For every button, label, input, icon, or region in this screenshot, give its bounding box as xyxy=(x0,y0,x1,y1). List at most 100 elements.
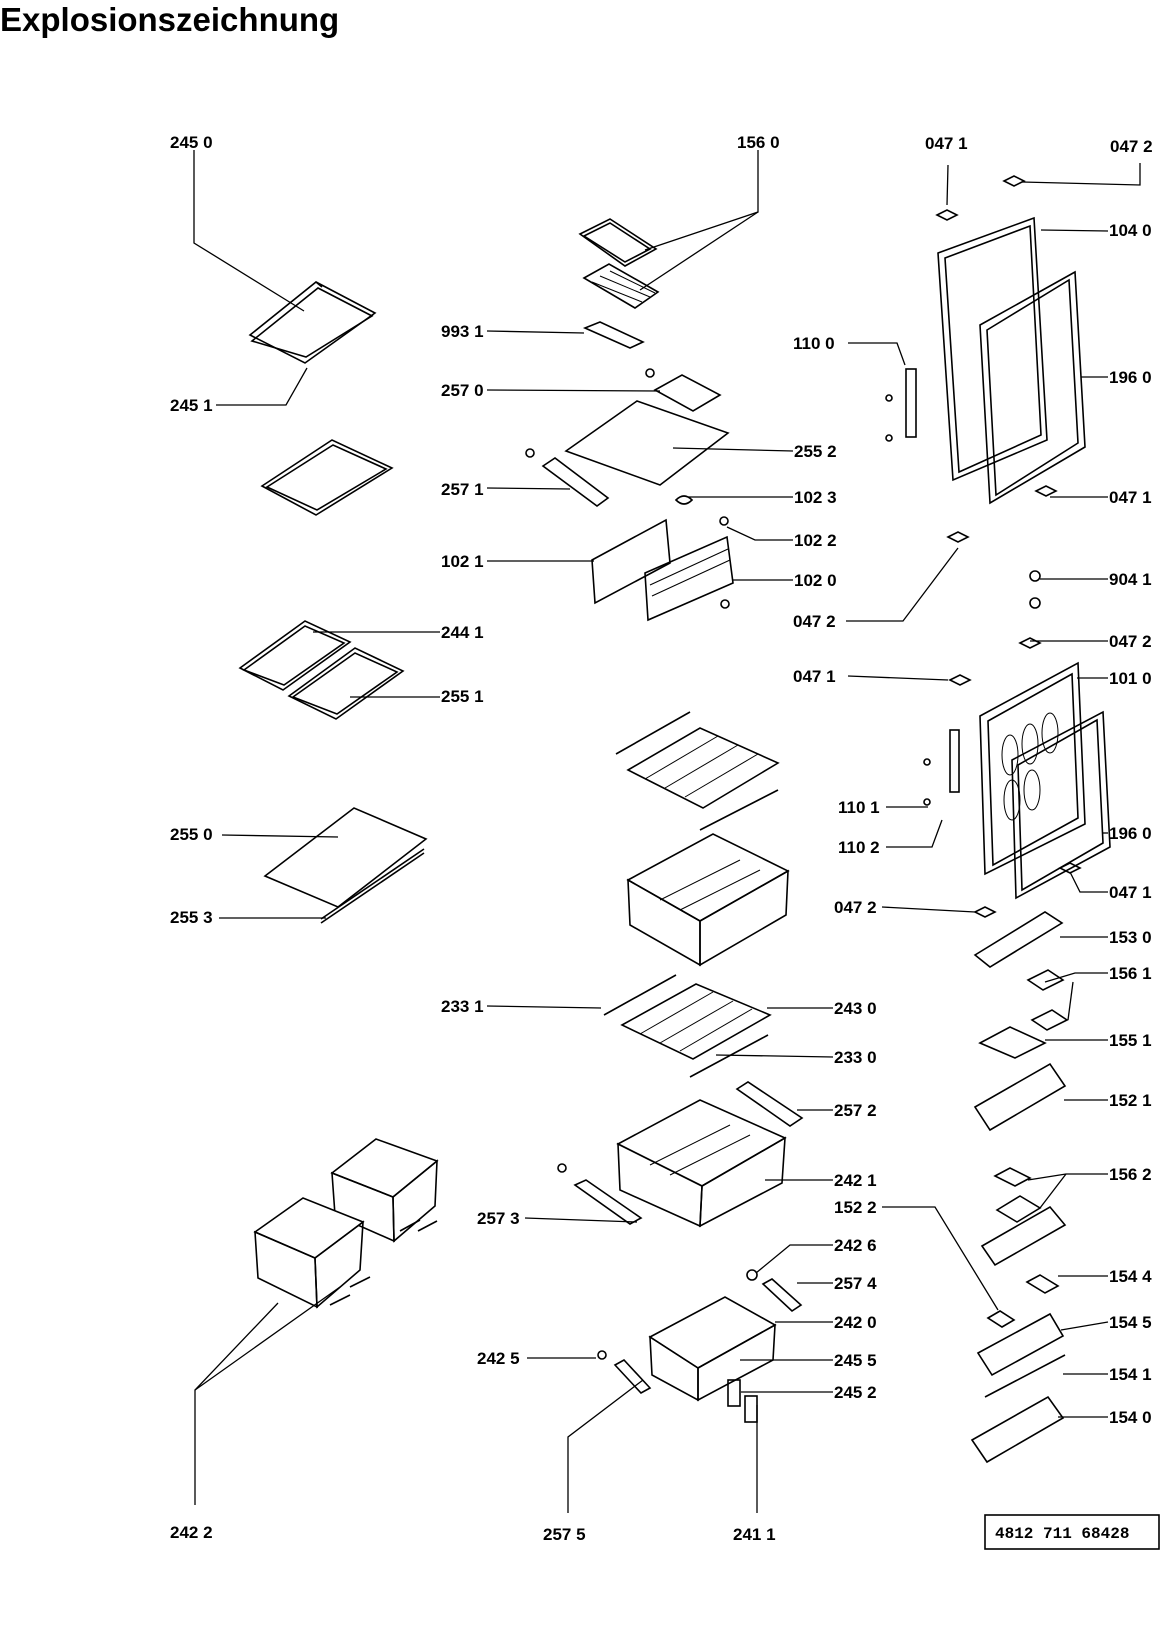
label-1040: 104 0 xyxy=(1109,221,1152,240)
label-2572: 257 2 xyxy=(834,1101,877,1120)
label-2575: 257 5 xyxy=(543,1525,586,1544)
label-9931: 993 1 xyxy=(441,322,484,341)
label-0472-a: 047 2 xyxy=(1110,137,1153,156)
label-2426: 242 6 xyxy=(834,1236,877,1255)
part-9041b xyxy=(1029,597,1041,609)
label-2331: 233 1 xyxy=(441,997,484,1016)
part-drawer-2420 xyxy=(648,1296,777,1402)
part-grille-1020 xyxy=(644,535,734,622)
label-1540: 154 0 xyxy=(1109,1408,1152,1427)
part-clip-small xyxy=(557,1163,567,1173)
label-1100: 110 0 xyxy=(793,334,835,353)
label-0472-c: 047 2 xyxy=(1109,632,1152,651)
part-rail-2570 xyxy=(645,368,722,412)
label-2574: 257 4 xyxy=(834,1274,877,1293)
part-9041 xyxy=(1029,570,1041,582)
part-door-bin-1521 xyxy=(973,1062,1067,1132)
part-hinge-0472-mid xyxy=(946,531,970,543)
part-drawer-upper xyxy=(626,833,790,967)
part-split-shelf-2551 xyxy=(287,647,405,720)
label-1522: 152 2 xyxy=(834,1198,877,1217)
document-number-box: 4812 711 68428 xyxy=(984,1514,1160,1550)
part-door-1040 xyxy=(937,216,1048,482)
part-door-shelf-1530 xyxy=(973,911,1064,968)
label-2430: 243 0 xyxy=(834,999,877,1018)
part-gasket-1960-upper xyxy=(979,270,1086,505)
part-rail-2573 xyxy=(573,1179,643,1225)
part-freezer-door-1010 xyxy=(979,661,1086,876)
part-rack-2430 xyxy=(603,974,772,1078)
part-2411 xyxy=(744,1395,758,1423)
part-rail-2572 xyxy=(735,1081,804,1127)
label-9041: 904 1 xyxy=(1109,570,1152,589)
label-0472-d: 047 2 xyxy=(834,898,877,917)
part-tray-1560 xyxy=(578,218,660,309)
part-gasket-1960-lower xyxy=(1011,710,1111,900)
part-1544 xyxy=(1025,1274,1060,1294)
part-egg-tray-1551 xyxy=(978,1026,1047,1059)
label-1530: 153 0 xyxy=(1109,928,1152,947)
part-crisper-bin-lower xyxy=(253,1197,371,1309)
label-2573: 257 3 xyxy=(477,1209,520,1228)
part-1561 xyxy=(1026,969,1065,991)
part-hinge-0471-lower xyxy=(948,674,972,686)
part-hinge-0471-top xyxy=(935,209,959,221)
label-2570: 257 0 xyxy=(441,381,484,400)
part-screw-1022 xyxy=(719,516,729,526)
part-crisper-bin-upper xyxy=(330,1138,439,1243)
label-2571: 257 1 xyxy=(441,480,484,499)
label-2550: 255 0 xyxy=(170,825,213,844)
label-2551: 255 1 xyxy=(441,687,484,706)
part-door-bin-1540 xyxy=(970,1395,1065,1464)
part-shelf-2450 xyxy=(248,281,377,364)
part-panel-1021 xyxy=(591,518,671,605)
label-1521: 152 1 xyxy=(1109,1091,1152,1110)
part-1561b xyxy=(1030,1009,1069,1031)
label-1101: 110 1 xyxy=(838,798,880,817)
label-2441: 244 1 xyxy=(441,623,484,642)
part-hinge-0472-lower xyxy=(1018,637,1042,649)
label-0471-b: 047 1 xyxy=(1109,488,1152,507)
part-number-labels: 245 0 245 1 244 1 255 1 255 0 255 3 242 … xyxy=(170,133,1153,1544)
part-hinge-1100 xyxy=(885,368,917,442)
part-9931 xyxy=(582,321,645,349)
label-2553: 255 3 xyxy=(170,908,213,927)
label-1960-b: 196 0 xyxy=(1109,824,1152,843)
document-number: 4812 711 68428 xyxy=(995,1525,1129,1543)
part-plate-2552 xyxy=(564,400,730,486)
label-1021: 102 1 xyxy=(441,552,484,571)
label-2425: 242 5 xyxy=(477,1349,520,1368)
part-shelf-2451 xyxy=(260,439,394,516)
part-drawer-2421 xyxy=(616,1099,787,1228)
label-1020: 102 0 xyxy=(794,571,837,590)
label-1544: 154 4 xyxy=(1109,1267,1152,1286)
label-1102: 110 2 xyxy=(838,838,880,857)
label-1023: 102 3 xyxy=(794,488,837,507)
label-1561: 156 1 xyxy=(1109,964,1152,983)
part-hinge-0471-bottom xyxy=(1058,862,1082,874)
part-1562b xyxy=(995,1195,1042,1223)
label-0471-c: 047 1 xyxy=(793,667,836,686)
label-1010: 101 0 xyxy=(1109,669,1152,688)
label-1551: 155 1 xyxy=(1109,1031,1152,1050)
label-1022: 102 2 xyxy=(794,531,837,550)
part-2426 xyxy=(746,1269,758,1281)
label-0472-b: 047 2 xyxy=(793,612,836,631)
label-1960-a: 196 0 xyxy=(1109,368,1152,387)
part-glass-plate-2550 xyxy=(263,807,428,924)
part-hinge-1101 xyxy=(923,729,960,806)
label-2450: 245 0 xyxy=(170,133,213,152)
part-bar-1541 xyxy=(984,1354,1066,1398)
part-door-bin-mid xyxy=(980,1205,1067,1267)
label-2455: 245 5 xyxy=(834,1351,877,1370)
part-rack-upper xyxy=(615,711,780,831)
part-2425 xyxy=(597,1350,607,1360)
label-0471-a: 047 1 xyxy=(925,134,968,153)
part-rail-2575 xyxy=(613,1358,652,1395)
part-1522 xyxy=(986,1310,1016,1328)
label-1541: 154 1 xyxy=(1109,1365,1152,1384)
label-2451: 245 1 xyxy=(170,396,213,415)
part-hinge-0471-mid xyxy=(1034,485,1058,497)
part-clip-1023 xyxy=(674,495,694,505)
part-rail-2574 xyxy=(761,1278,803,1313)
